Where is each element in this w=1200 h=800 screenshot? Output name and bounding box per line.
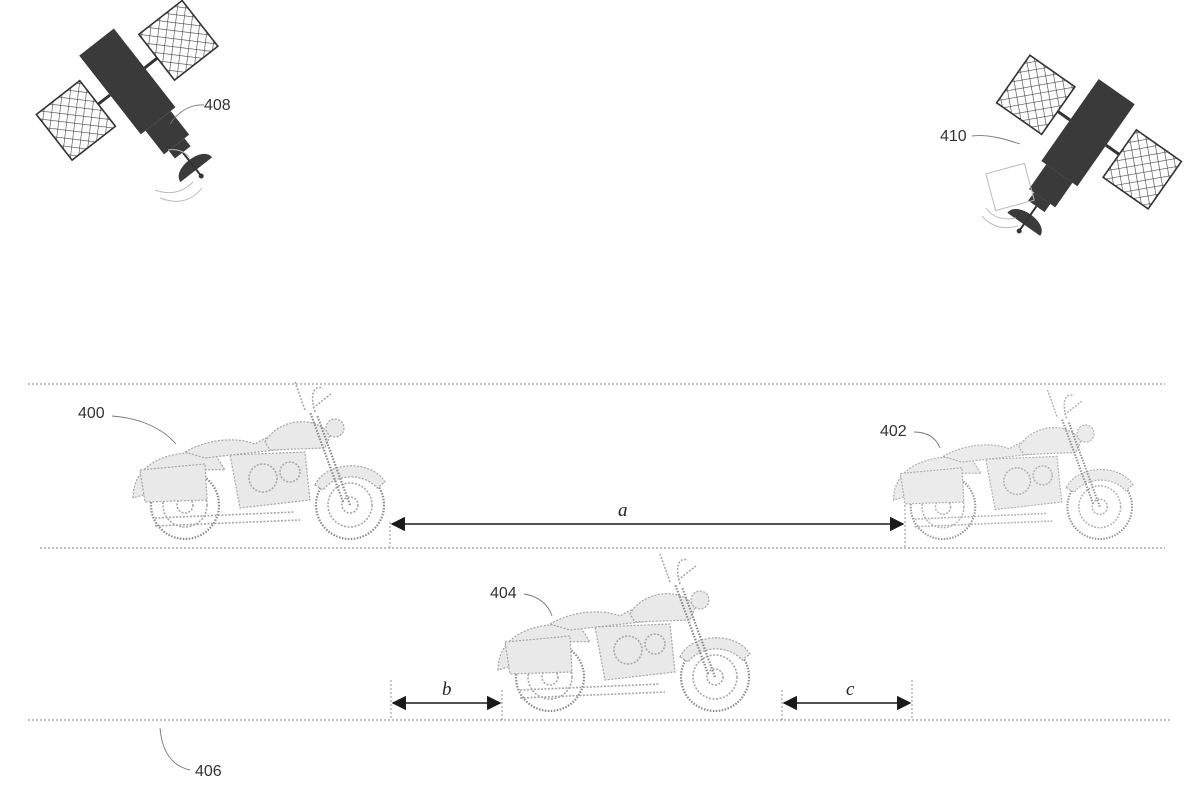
dimension-label-c: c <box>846 679 855 700</box>
label-402: 402 <box>880 423 907 440</box>
signal-waves-right-icon <box>981 162 1035 229</box>
label-406: 406 <box>195 763 222 780</box>
motorcycle-402 <box>892 388 1135 541</box>
label-404: 404 <box>490 585 517 602</box>
dimension-b: b <box>390 679 503 720</box>
dimension-label-a: a <box>618 500 628 521</box>
label-408: 408 <box>204 97 231 114</box>
motorcycle-400 <box>131 380 387 541</box>
motorcycle-404 <box>496 552 752 713</box>
satellite-right <box>940 37 1195 288</box>
satellite-left <box>22 0 278 237</box>
label-410: 410 <box>940 128 967 145</box>
dimension-label-b: b <box>442 679 452 700</box>
dimension-c: c <box>781 679 913 720</box>
label-400: 400 <box>78 405 105 422</box>
signal-waves-left-icon <box>154 149 203 202</box>
dimension-a: a <box>389 500 906 548</box>
